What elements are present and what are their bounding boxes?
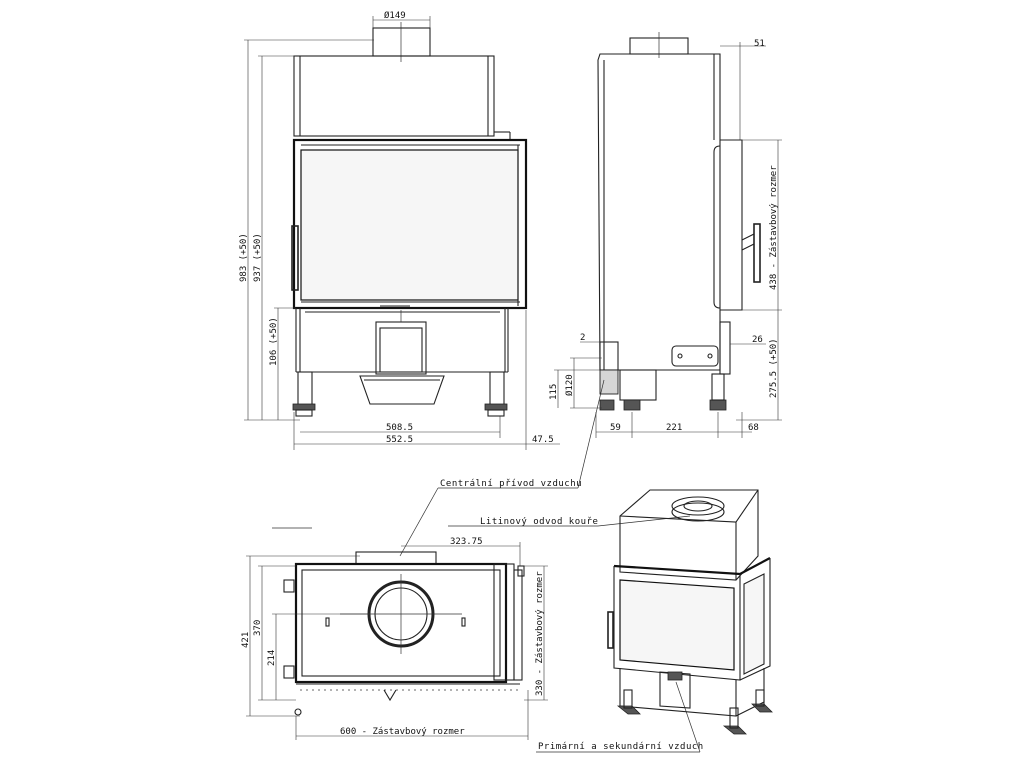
dim-side-275: 275.5 (+50) (769, 338, 779, 398)
dim-height-937: 937 (+50) (253, 233, 263, 282)
dim-side-438: 438 - Zástavbový rozmer (769, 165, 779, 290)
dim-side-26: 26 (752, 335, 763, 345)
dim-side-68: 68 (748, 423, 759, 433)
dim-width-47: 47.5 (532, 435, 554, 445)
label-central-air: Centrální přívod vzduchu (440, 479, 582, 489)
dim-flue-diameter: Ø149 (384, 10, 406, 21)
top-view: 323.75 421 370 214 600 - Zástavbový rozm… (241, 537, 548, 740)
dim-top-421: 421 (241, 632, 251, 648)
label-primary-secondary-air: Primární a sekundární vzduch (538, 742, 704, 752)
dim-width-508: 508.5 (386, 423, 413, 433)
dim-top-214: 214 (267, 650, 277, 666)
dim-side-115: 115 (549, 384, 559, 400)
dim-top-600: 600 - Zástavbový rozmer (340, 727, 465, 737)
dim-side-51: 51 (754, 39, 765, 49)
isometric-view (607, 489, 773, 735)
dim-top-323: 323.75 (450, 537, 483, 547)
dim-side-120: Ø120 (564, 374, 575, 396)
front-view: Ø149 (239, 10, 560, 450)
dim-height-983: 983 (+50) (239, 233, 249, 282)
dim-side-221: 221 (666, 423, 682, 433)
dim-top-370: 370 (253, 620, 263, 636)
dim-top-330: 330 - Zástavbový rozmer (535, 571, 545, 696)
dim-side-2: 2 (580, 333, 585, 343)
dim-side-59: 59 (610, 423, 621, 433)
dim-width-552: 552.5 (386, 435, 413, 445)
dim-height-106: 106 (+50) (269, 317, 279, 366)
label-cast-iron-flue: Litinový odvod kouře (480, 517, 598, 527)
side-view: 51 438 - Zástavbový rozmer 26 275.5 (+50… (549, 32, 782, 438)
annotations: Centrální přívod vzduchu Litinový odvod … (272, 379, 704, 753)
